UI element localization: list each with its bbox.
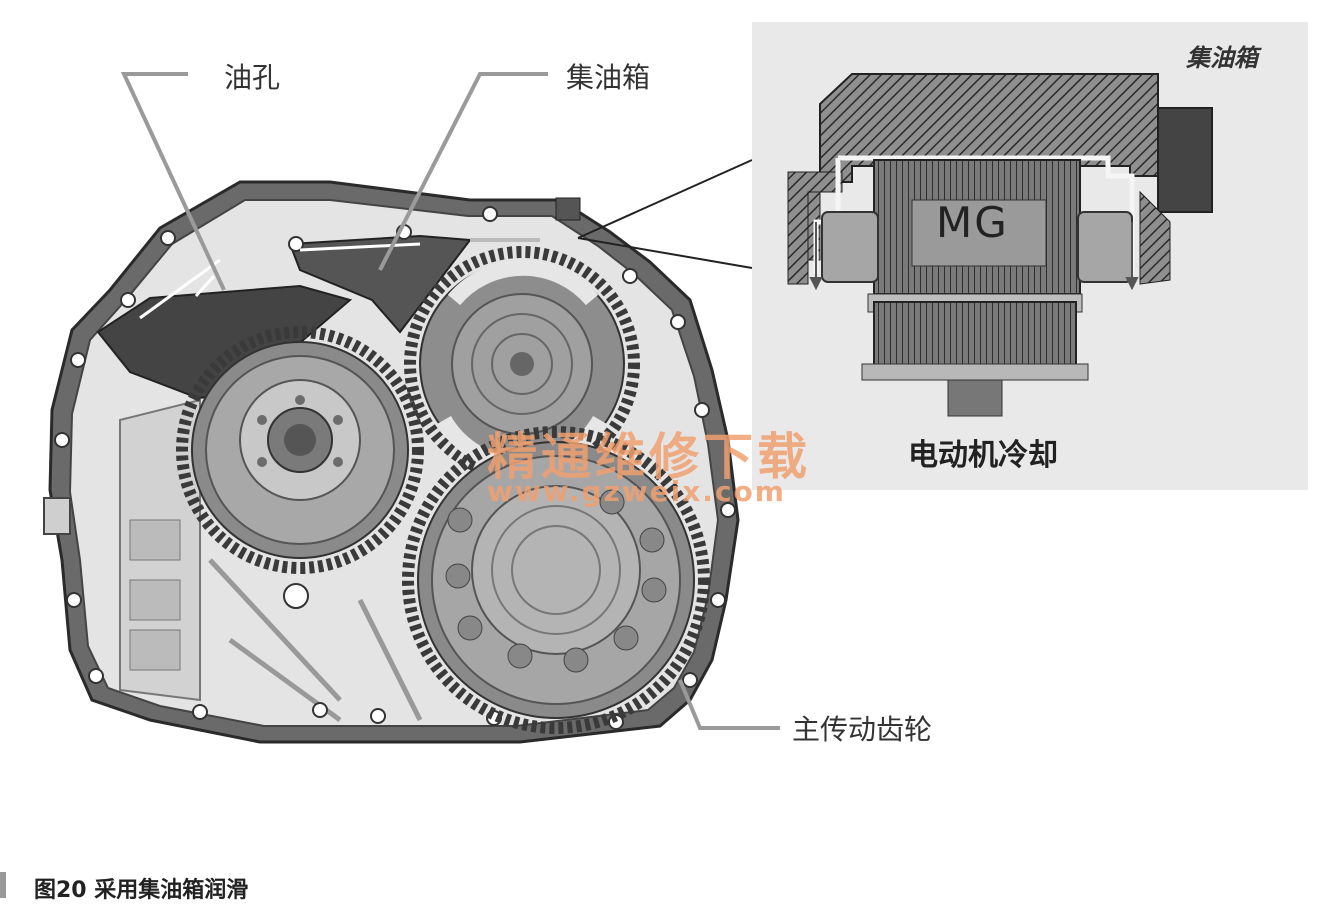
watermark-text: 精通维修下载	[487, 428, 811, 486]
inset-title: 集油箱	[1186, 43, 1258, 72]
final-drive-gear	[402, 426, 710, 734]
upper-right-gear	[404, 246, 640, 482]
label-oil-box: 集油箱	[566, 61, 651, 94]
leader-lines	[120, 72, 780, 730]
left-gear	[176, 326, 424, 574]
label-oil-hole: 油孔	[224, 61, 281, 94]
inset-connector	[577, 159, 753, 269]
caption-marker	[0, 872, 6, 898]
figure-caption: 图20 采用集油箱润滑	[34, 878, 249, 903]
mg-label: MG	[936, 198, 1009, 247]
inset-caption: 电动机冷却	[908, 438, 1058, 473]
watermark-url: www.gzweix.com	[487, 475, 786, 508]
label-final-drive-gear: 主传动齿轮	[792, 713, 933, 746]
mg-cross-section	[787, 73, 1213, 417]
